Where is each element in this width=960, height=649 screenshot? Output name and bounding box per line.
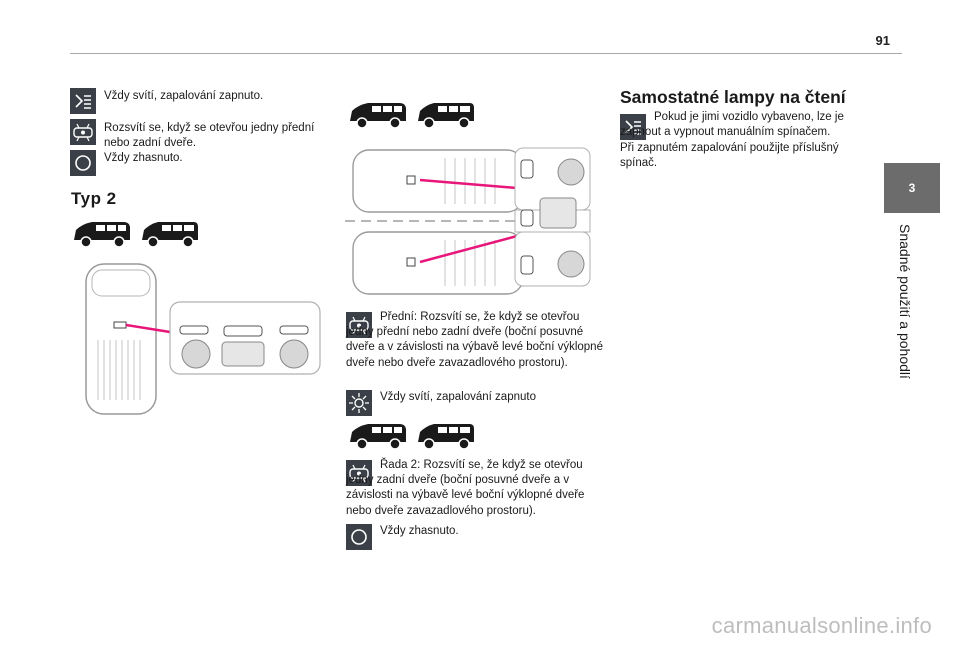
row-text-door: Rozsvítí se, když se otevřou jedny předn… (104, 122, 315, 150)
door-light-icon-3 (346, 460, 372, 486)
para-front: Přední: Rozsvítí se, že když se otevřou … (346, 311, 603, 369)
page-number: 91 (875, 33, 890, 48)
van-long-icon-3 (418, 424, 474, 450)
sun-light-icon (346, 390, 372, 416)
map-light-auto-icon-2 (620, 114, 646, 140)
door-light-icon (70, 119, 96, 145)
row-text-always-on: Vždy svítí, zapalování zapnuto. (104, 90, 264, 102)
chapter-title: Snadné použití a pohodlí (897, 224, 913, 379)
van-icon-2 (350, 103, 406, 129)
van-icon-3 (350, 424, 406, 450)
van-topview-diagram (85, 263, 321, 415)
header-rule (70, 53, 902, 54)
van-long-icon (142, 222, 198, 248)
van-sideview-diagram (345, 147, 591, 295)
para-off: Vždy zhasnuto. (380, 525, 459, 537)
circle-off-icon (70, 150, 96, 176)
van-long-icon-2 (418, 103, 474, 129)
watermark: carmanualsonline.info (711, 613, 932, 638)
door-light-icon-2 (346, 312, 372, 338)
map-light-auto-icon (70, 88, 96, 114)
right-para2: Při zapnutém zapalování použijte přísluš… (620, 142, 839, 170)
van-icon (74, 222, 130, 248)
circle-off-icon-2 (346, 524, 372, 550)
section-heading: Samostatné lampy na čtení (620, 87, 846, 107)
chapter-tab[interactable]: 3 (884, 163, 940, 213)
para-always: Vždy svítí, zapalování zapnuto (380, 391, 536, 403)
typ-heading: Typ 2 (71, 189, 117, 208)
para-row2: Řada 2: Rozsvítí se, že když se otevřou … (346, 459, 585, 517)
row-text-off: Vždy zhasnuto. (104, 152, 183, 164)
right-para1: Pokud je jimi vozidlo vybaveno, lze je z… (620, 111, 844, 139)
